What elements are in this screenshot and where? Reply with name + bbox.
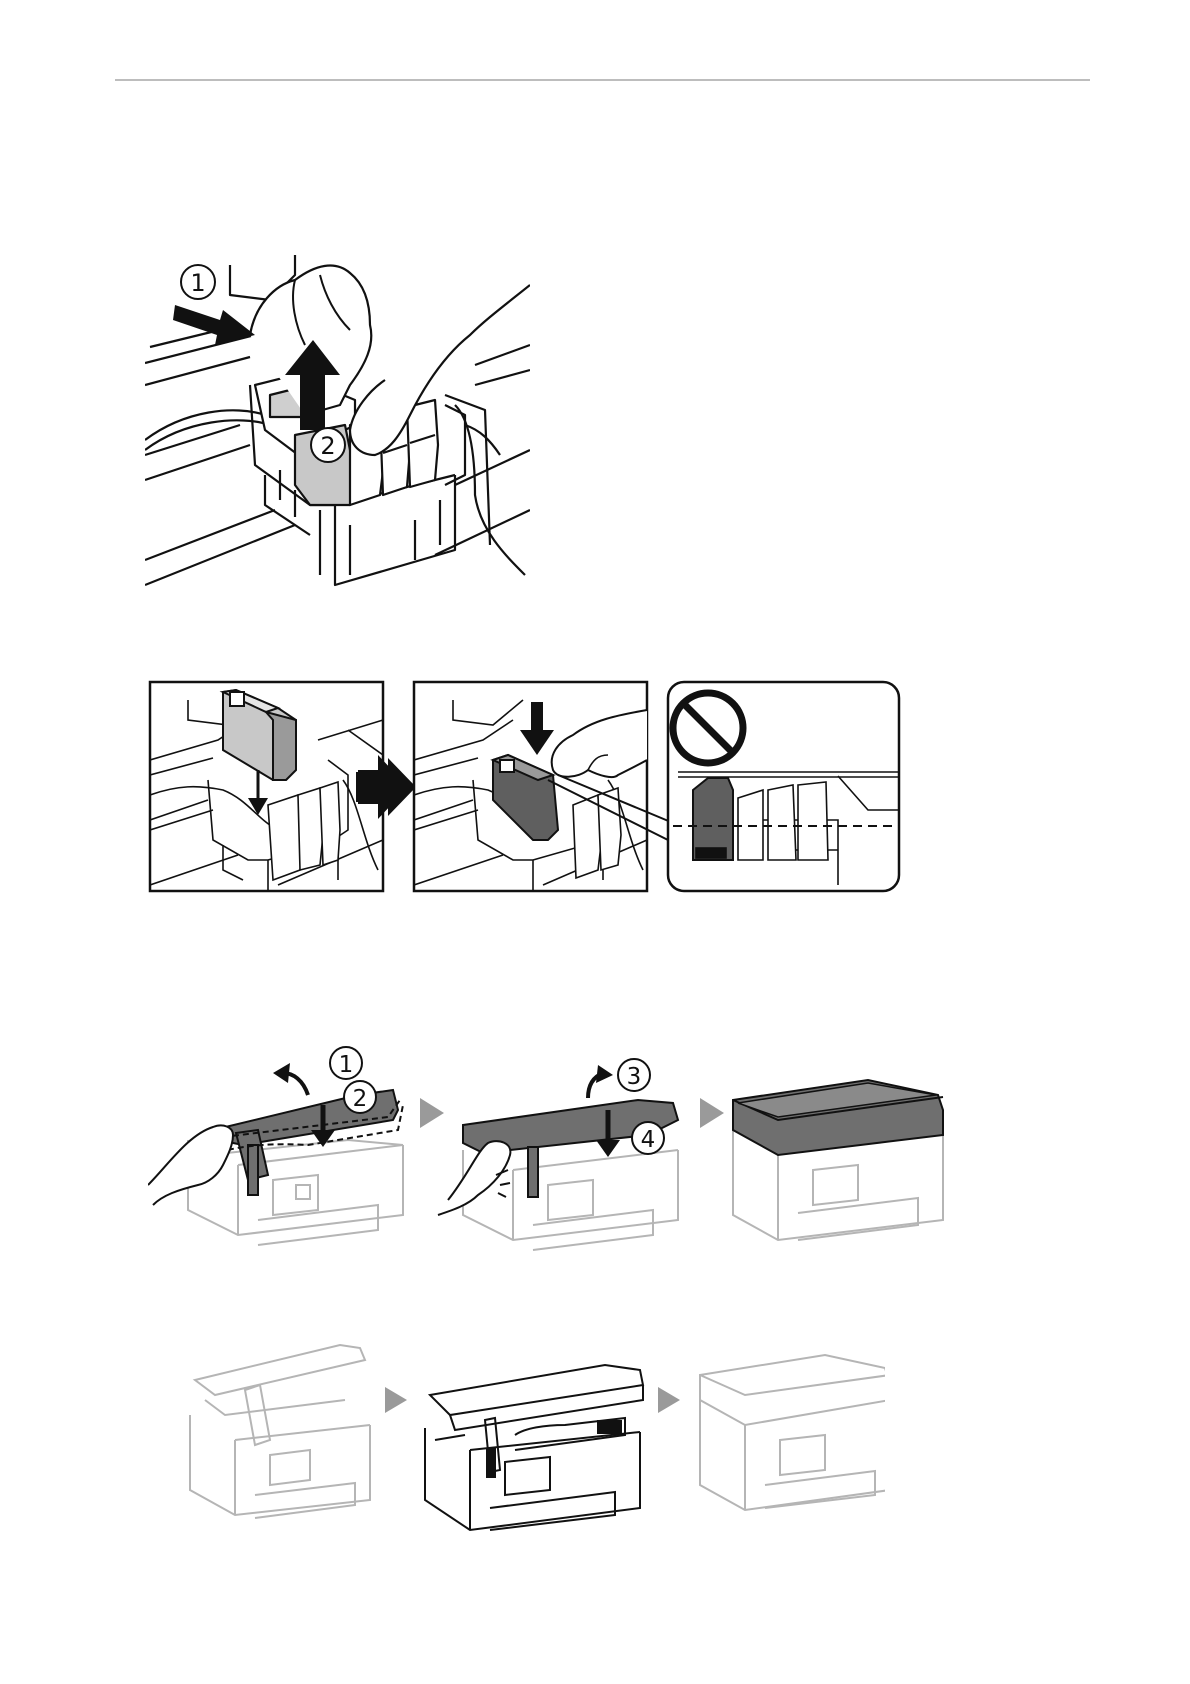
step-1-label: 1 — [330, 1047, 362, 1079]
figure-insert-cartridge — [148, 680, 903, 895]
figure-printer-sequence — [185, 1340, 885, 1535]
figure-remove-cartridge: 1 2 — [145, 255, 530, 590]
next-triangle-icon — [658, 1387, 680, 1413]
panel-press — [414, 682, 647, 891]
printer-closed — [733, 1080, 943, 1240]
svg-text:4: 4 — [641, 1127, 656, 1153]
next-triangle-icon — [700, 1098, 724, 1128]
step-3-label: 3 — [618, 1059, 650, 1091]
panel-prohibited — [668, 682, 899, 891]
next-triangle-icon — [385, 1387, 407, 1413]
step-1-label: 1 — [181, 265, 215, 299]
step-2-label: 2 — [311, 428, 345, 462]
step-4-label: 4 — [632, 1122, 664, 1154]
panel-insert — [150, 682, 383, 891]
step-2-label: 2 — [344, 1081, 376, 1113]
svg-text:2: 2 — [353, 1086, 368, 1112]
svg-text:2: 2 — [320, 432, 335, 460]
svg-text:3: 3 — [627, 1064, 642, 1090]
next-triangle-icon — [420, 1098, 444, 1128]
svg-text:1: 1 — [190, 269, 205, 297]
figure-close-scanner: 1 2 3 4 — [148, 1035, 948, 1260]
svg-text:1: 1 — [339, 1052, 354, 1078]
header-rule — [115, 79, 1090, 81]
